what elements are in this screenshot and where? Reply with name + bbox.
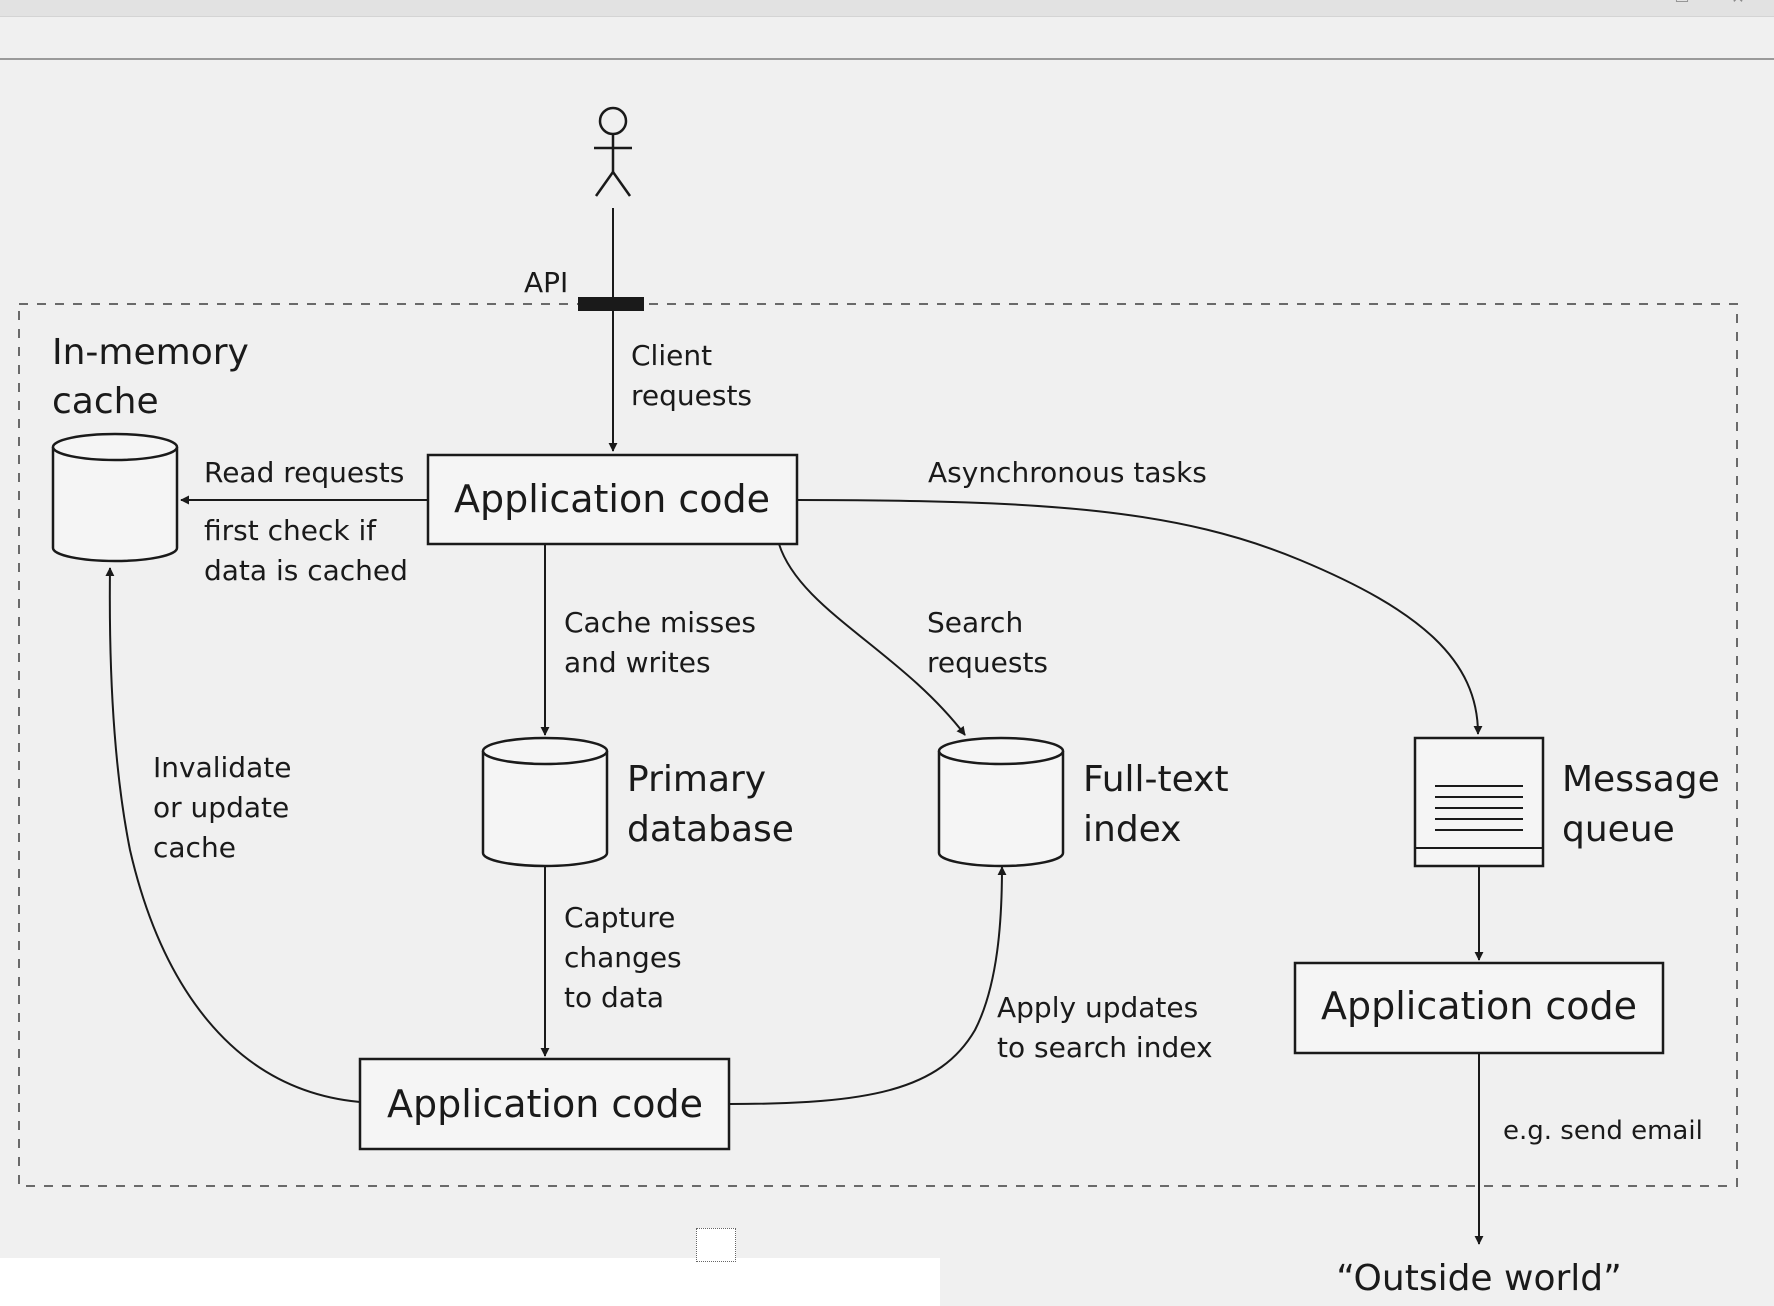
app-code-right-label: Application code [1321, 984, 1637, 1028]
read-requests-label: Read requests [204, 456, 404, 489]
system-boundary [18, 303, 1738, 1187]
send-email-label: e.g. send email [1503, 1116, 1703, 1146]
full-text-index-label: Full-text index [1083, 759, 1240, 850]
text-cursor-box[interactable] [696, 1228, 736, 1262]
api-endpoint-bar [578, 297, 644, 311]
bottom-white-panel [0, 1258, 940, 1306]
stick-figure-icon [594, 106, 632, 197]
full-text-index-cylinder [937, 736, 1065, 868]
primary-database-label: Primary database [627, 759, 794, 850]
minimize-icon[interactable]: ▭ [1674, 0, 1690, 6]
message-queue-box [1413, 736, 1545, 868]
primary-database-cylinder [481, 736, 609, 868]
outside-world-label: “Outside world” [1336, 1258, 1622, 1299]
app-code-bottom-box [358, 1057, 731, 1151]
apply-updates-label: Apply updates to search index [997, 991, 1213, 1064]
in-memory-cache-label: In-memory cache [52, 332, 260, 422]
app-code-bottom-label: Application code [387, 1082, 703, 1126]
capture-changes-label: Capture changes to data [564, 901, 691, 1014]
app-code-right-box [1293, 961, 1665, 1055]
first-check-label: first check if data is cached [204, 514, 408, 587]
window-title-bar: ▭ ✕ [0, 0, 1774, 17]
cache-misses-label: Cache misses and writes [564, 606, 765, 679]
client-requests-label: Client requests [631, 339, 752, 412]
search-requests-label: Search requests [927, 606, 1048, 679]
asynchronous-tasks-label: Asynchronous tasks [928, 456, 1207, 489]
app-code-top-label: Application code [454, 477, 770, 521]
close-icon[interactable]: ✕ [1730, 0, 1746, 6]
invalidate-label: Invalidate or update cache [153, 751, 300, 864]
toolbar-divider [0, 58, 1774, 60]
in-memory-cache-cylinder [51, 432, 179, 563]
message-queue-label: Message queue [1562, 759, 1731, 850]
api-label: API [524, 266, 568, 299]
